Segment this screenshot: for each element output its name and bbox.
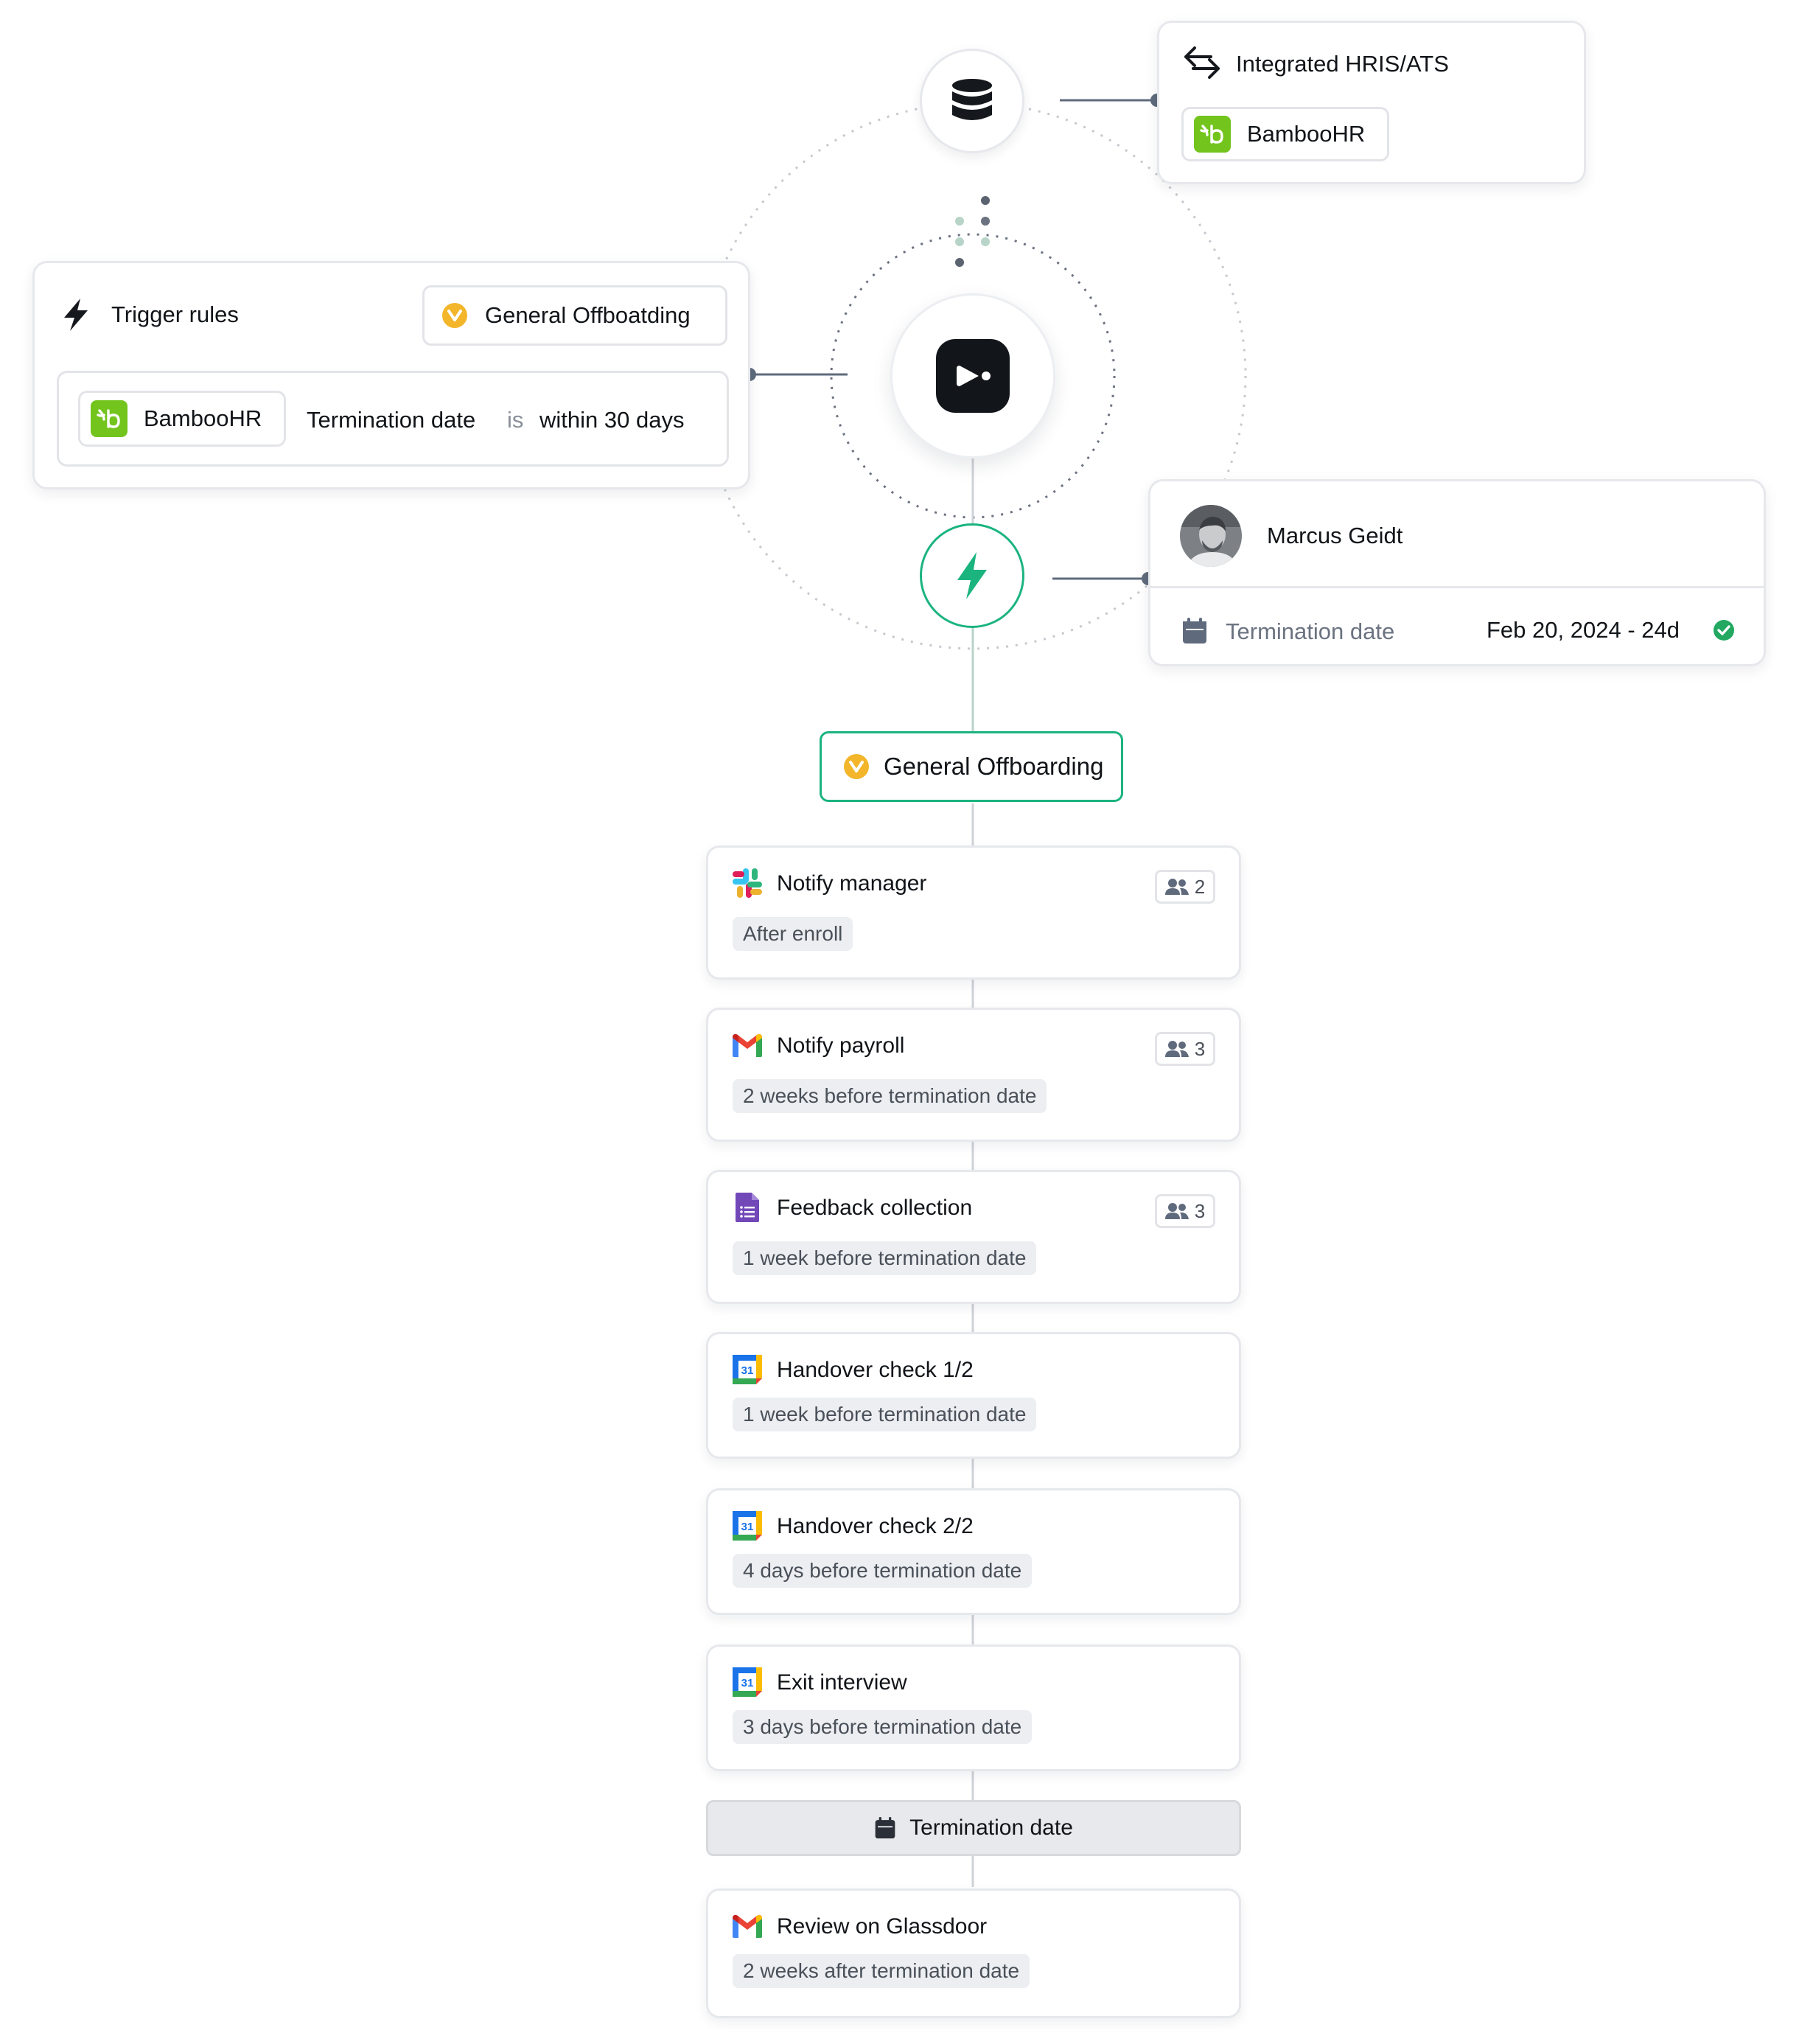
step-title: Handover check 1/2	[777, 1358, 974, 1382]
svg-text:31: 31	[741, 1521, 754, 1533]
person-photo-icon	[1180, 505, 1242, 567]
bamboohr-logo-icon	[1194, 116, 1231, 153]
step-title: Feedback collection	[777, 1196, 973, 1220]
workflow-badge-icon	[442, 303, 467, 328]
termination-milestone[interactable]: Termination date	[706, 1800, 1241, 1856]
trigger-workflow-name: General Offboatding	[485, 302, 691, 328]
step-title: Exit interview	[777, 1670, 907, 1695]
step-title: Notify payroll	[777, 1033, 905, 1058]
google-calendar-icon: 31	[731, 1353, 764, 1386]
rule-operator: is	[507, 407, 524, 433]
employee-date-value: Feb 20, 2024 - 24d	[1487, 617, 1680, 643]
app-logo-node[interactable]	[890, 293, 1055, 458]
people-icon	[1164, 1203, 1189, 1219]
gmail-icon	[731, 1910, 764, 1942]
slack-icon	[731, 867, 764, 899]
assignee-count: 3	[1194, 1199, 1206, 1222]
gmail-icon	[731, 1029, 764, 1061]
step-timing: 2 weeks after termination date	[733, 1954, 1030, 1988]
step-timing: 4 days before termination date	[733, 1554, 1033, 1588]
step-title: Notify manager	[777, 871, 927, 896]
hris-title: Integrated HRIS/ATS	[1236, 51, 1449, 77]
svg-text:31: 31	[741, 1677, 754, 1689]
step-title: Handover check 2/2	[777, 1514, 974, 1538]
step-card[interactable]: Feedback collection 1 week before termin…	[706, 1170, 1241, 1304]
step-card[interactable]: 31 Handover check 1/2 1 week before term…	[706, 1332, 1241, 1459]
step-timing: 3 days before termination date	[733, 1710, 1033, 1744]
step-card[interactable]: Review on Glassdoor 2 weeks after termin…	[706, 1888, 1241, 2018]
employee-card: Marcus Geidt Termination date Feb 20, 20…	[1148, 479, 1766, 666]
assignee-count: 3	[1194, 1037, 1206, 1060]
google-calendar-icon: 31	[731, 1666, 764, 1698]
assignee-count: 2	[1194, 875, 1206, 898]
app-logo-icon	[936, 339, 1010, 413]
calendar-icon	[875, 1817, 895, 1839]
bamboohr-logo-icon	[91, 400, 127, 437]
calendar-icon	[1183, 618, 1206, 643]
people-icon	[1164, 879, 1189, 895]
google-forms-icon	[731, 1191, 764, 1224]
assignees-badge[interactable]: 3	[1155, 1032, 1215, 1066]
step-title: Review on Glassdoor	[777, 1914, 988, 1939]
trigger-node[interactable]	[920, 523, 1024, 628]
avatar	[1180, 505, 1242, 567]
rule-source-chip[interactable]: BambooHR	[78, 391, 286, 447]
milestone-label: Termination date	[909, 1815, 1073, 1840]
trigger-workflow-chip[interactable]: General Offboatding	[422, 285, 727, 346]
people-icon	[1164, 1041, 1189, 1057]
employee-date-label: Termination date	[1226, 618, 1395, 644]
check-circle-icon	[1714, 620, 1734, 641]
rule-value: within 30 days	[539, 407, 685, 433]
step-timing: 2 weeks before termination date	[733, 1079, 1047, 1113]
workflow-title: General Offboarding	[884, 753, 1104, 780]
step-timing: After enroll	[733, 917, 853, 951]
step-timing: 1 week before termination date	[733, 1241, 1037, 1275]
assignees-badge[interactable]: 2	[1155, 870, 1215, 904]
assignees-badge[interactable]: 3	[1155, 1194, 1215, 1228]
google-calendar-icon: 31	[731, 1510, 764, 1542]
step-card[interactable]: Notify payroll 2 weeks before terminatio…	[706, 1008, 1241, 1142]
hris-card: Integrated HRIS/ATS BambooHR	[1157, 21, 1586, 184]
trigger-rule-row[interactable]: BambooHR Termination date is within 30 d…	[57, 371, 729, 467]
employee-name: Marcus Geidt	[1267, 523, 1403, 548]
arrows-exchange-icon	[1184, 46, 1220, 79]
database-icon	[952, 79, 992, 120]
step-card[interactable]: Notify manager After enroll 2	[706, 845, 1241, 980]
step-card[interactable]: 31 Exit interview 3 days before terminat…	[706, 1644, 1241, 1771]
divider	[1150, 586, 1764, 588]
workflow-badge-icon	[844, 754, 869, 779]
trigger-rules-card: Trigger rules General Offboatding Bamboo…	[32, 261, 750, 489]
hris-integration-chip[interactable]: BambooHR	[1181, 107, 1389, 161]
trigger-title: Trigger rules	[111, 301, 239, 327]
hris-integration-name: BambooHR	[1247, 121, 1366, 147]
rule-source-name: BambooHR	[144, 405, 262, 431]
workflow-title-chip[interactable]: General Offboarding	[820, 731, 1123, 802]
svg-text:31: 31	[741, 1364, 754, 1377]
step-card[interactable]: 31 Handover check 2/2 4 days before term…	[706, 1488, 1241, 1615]
lightning-icon	[64, 299, 88, 331]
lightning-icon	[957, 552, 987, 599]
rule-field: Termination date	[307, 407, 476, 433]
step-timing: 1 week before termination date	[733, 1398, 1037, 1431]
database-node[interactable]	[920, 49, 1024, 153]
